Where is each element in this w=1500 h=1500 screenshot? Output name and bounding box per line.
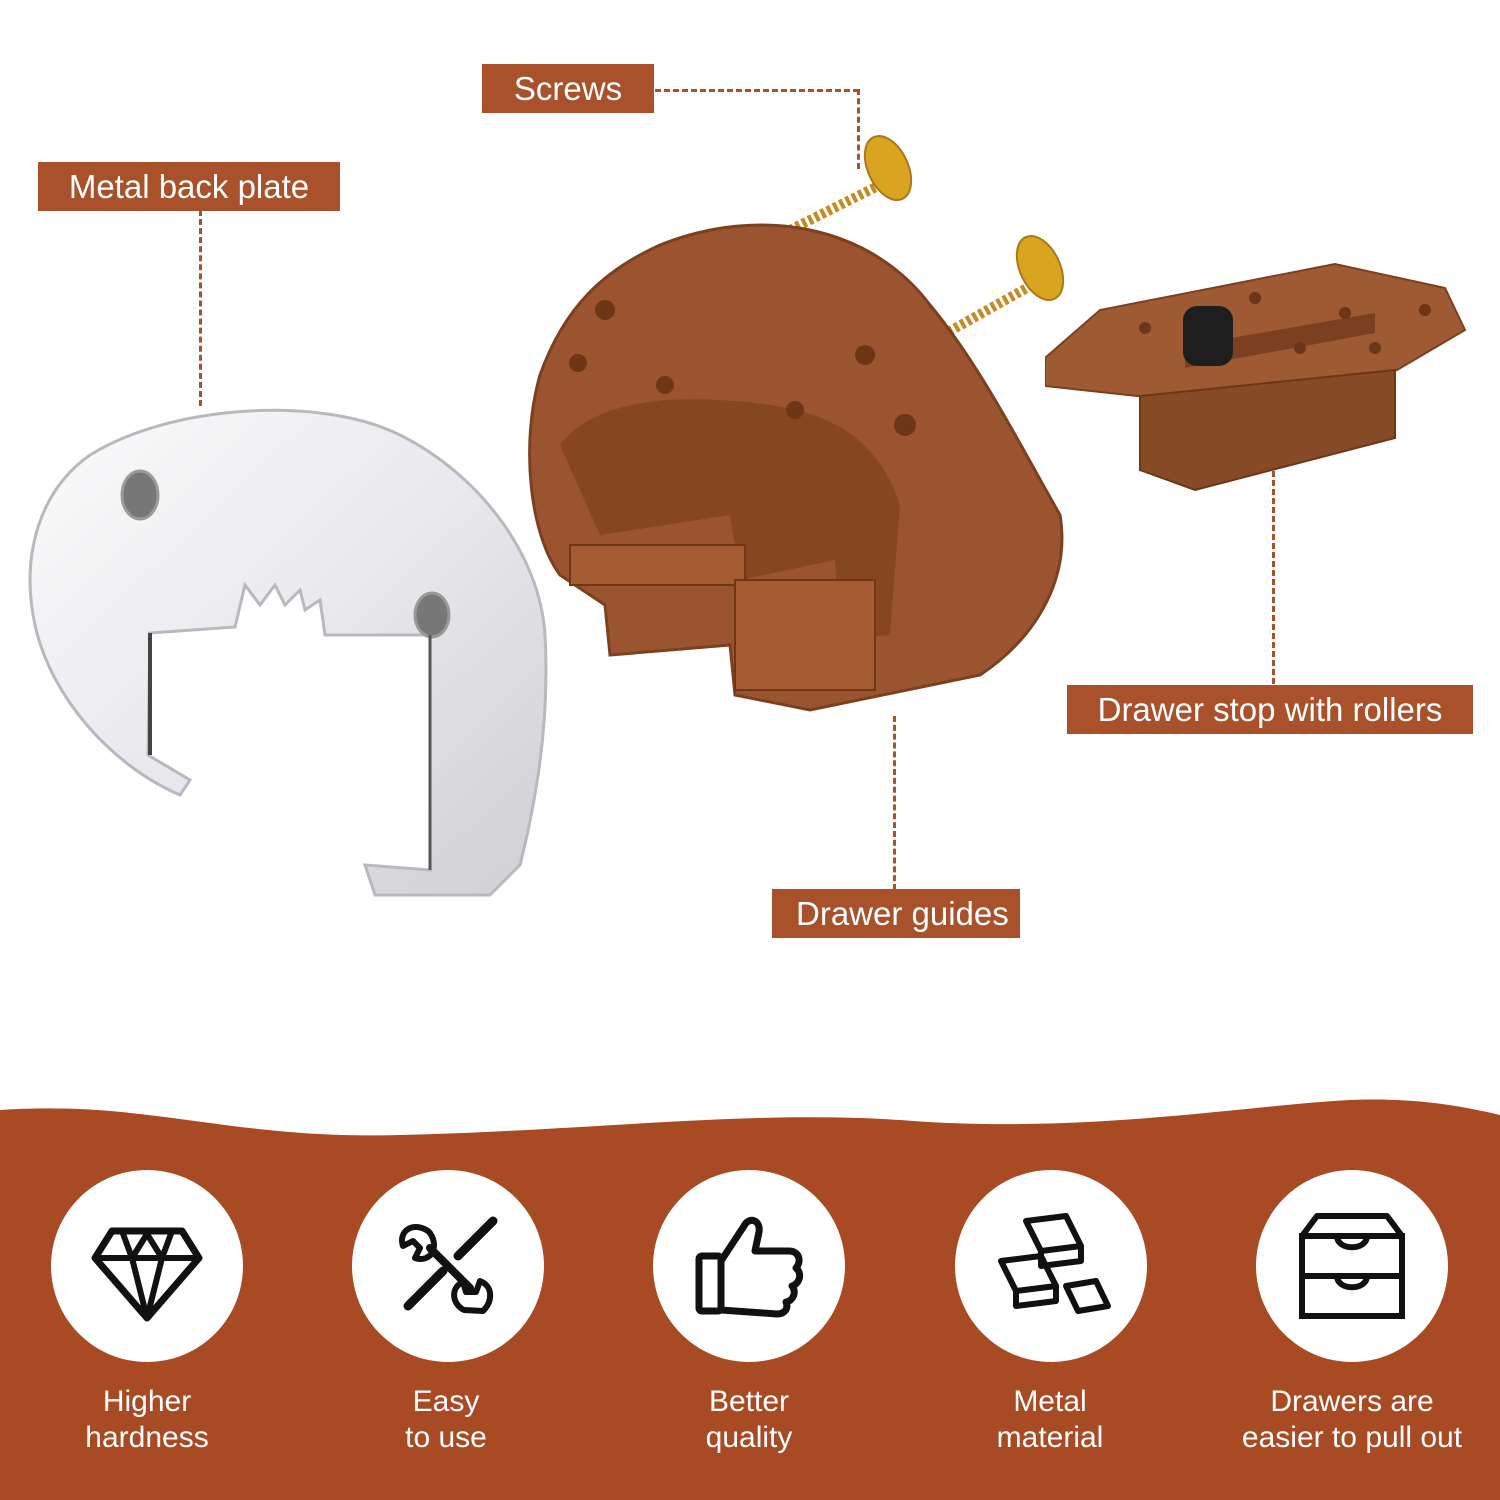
feature-2-line-1: Easy (412, 1385, 480, 1418)
screws-image (777, 135, 1065, 350)
drawer-guides-leader (893, 716, 896, 890)
drawer-guides-label: Drawer guides (772, 889, 1020, 938)
feature-3-line-2: quality (705, 1421, 793, 1454)
feature-3-circle (653, 1170, 845, 1362)
screws-label: Screws (482, 64, 654, 113)
diamond-icon (91, 1227, 203, 1322)
screws-leader-horizontal (655, 89, 859, 92)
feature-2-circle (352, 1170, 544, 1362)
feature-1-line-2: hardness (85, 1421, 209, 1454)
screws-leader-vertical (857, 89, 860, 169)
feature-1-caption: Higher hardness (0, 1384, 297, 1456)
feature-2-caption: Easy to use (296, 1384, 596, 1456)
tools-icon (399, 1216, 498, 1314)
drawer-icon (1299, 1213, 1405, 1319)
thumbs-up-icon (695, 1216, 804, 1318)
drawer-stop-label: Drawer stop with rollers (1067, 685, 1473, 734)
feature-4-caption: Metal material (900, 1384, 1200, 1456)
drawer-guide-image (528, 223, 1064, 712)
drawer-stop-leader (1272, 462, 1275, 684)
feature-5-caption: Drawers are easier to pull out (1202, 1384, 1500, 1456)
drawer-stop-image (1045, 262, 1467, 492)
feature-4-line-2: material (996, 1421, 1104, 1454)
feature-2-line-2: to use (405, 1421, 487, 1454)
feature-4-line-1: Metal (1013, 1385, 1087, 1418)
feature-3-caption: Better quality (599, 1384, 899, 1456)
feature-3-line-1: Better (708, 1385, 790, 1418)
metal-bars-icon (998, 1213, 1111, 1314)
feature-5-circle (1256, 1170, 1448, 1362)
feature-5-line-2: easier to pull out (1241, 1421, 1463, 1454)
metal-back-plate-image (28, 408, 548, 897)
feature-5-line-1: Drawers are (1270, 1385, 1434, 1418)
feature-1-circle (51, 1170, 243, 1362)
feature-1-line-1: Higher (102, 1385, 192, 1418)
back-plate-leader (199, 210, 202, 406)
feature-4-circle (955, 1170, 1147, 1362)
back-plate-label: Metal back plate (38, 162, 340, 211)
